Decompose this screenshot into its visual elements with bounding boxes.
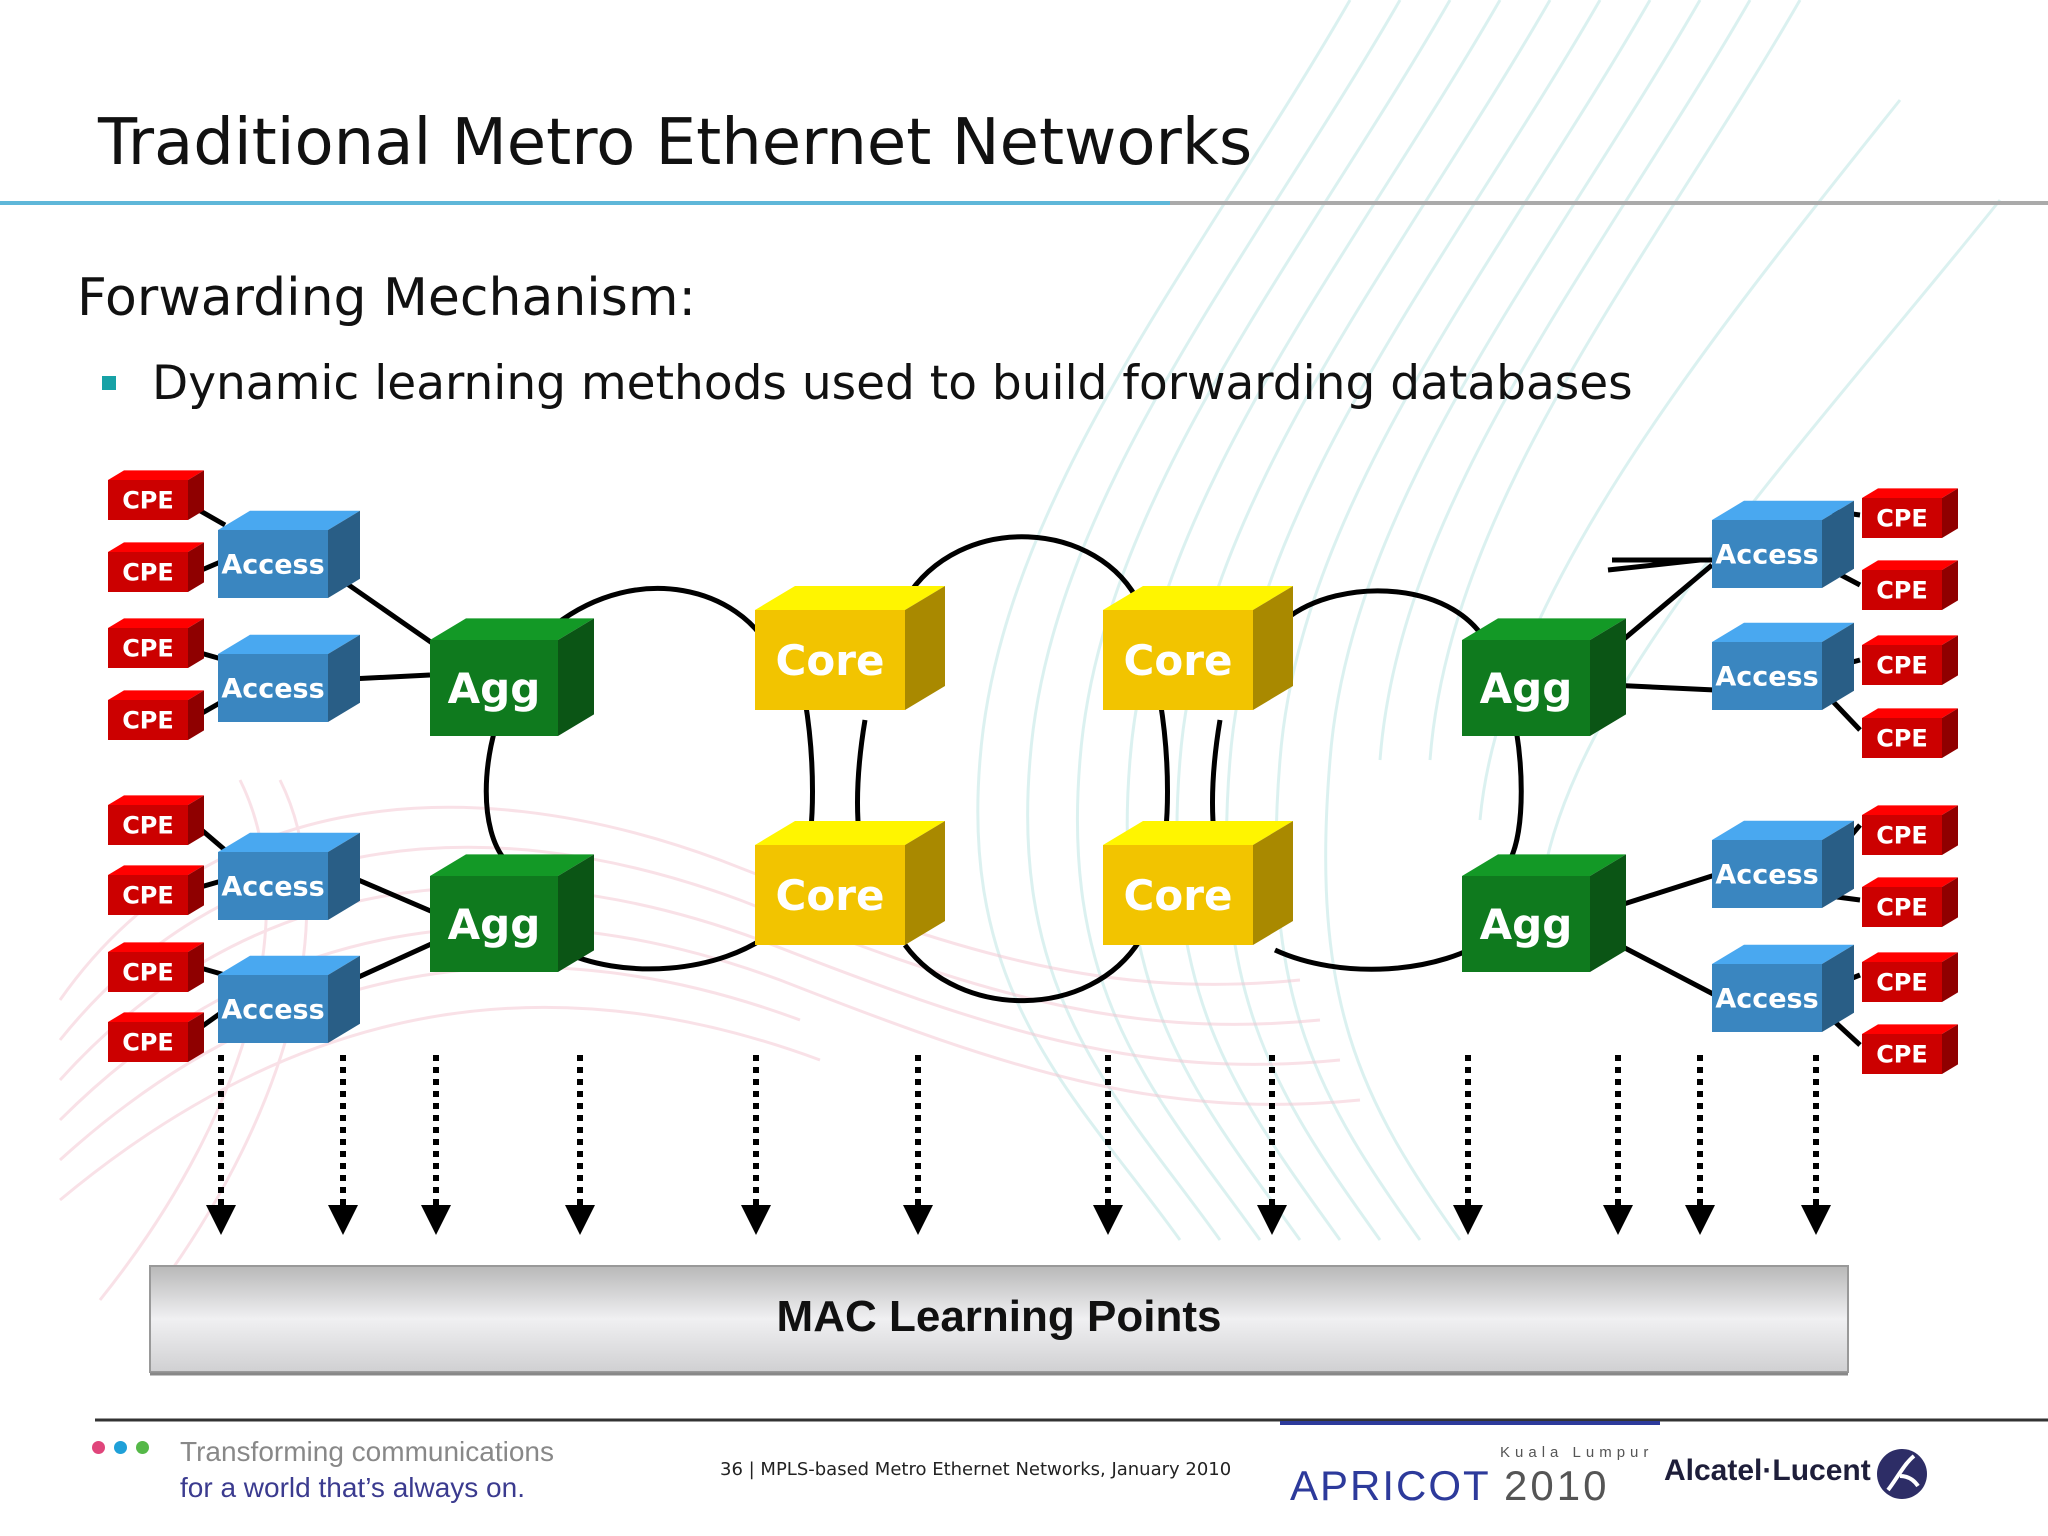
cpe-right-1: CPE xyxy=(1862,488,1958,538)
cpe-left-3-label: CPE xyxy=(122,635,174,663)
cpe-left-1-label: CPE xyxy=(122,487,174,515)
agg-right-1: Agg xyxy=(1462,618,1626,736)
cpe-left-2-label: CPE xyxy=(122,559,174,587)
core-1: Core xyxy=(755,586,945,710)
cpe-left-8-label: CPE xyxy=(122,1029,174,1057)
core-2-label: Core xyxy=(1124,636,1233,685)
company-logo: Alcatel·Lucent xyxy=(1664,1454,1871,1487)
pink-dot-icon xyxy=(92,1441,105,1454)
cpe-right-3-label: CPE xyxy=(1876,652,1928,680)
core-4-label: Core xyxy=(1124,871,1233,920)
event-year: 2010 xyxy=(1504,1462,1610,1509)
access-left-1: Access xyxy=(218,510,360,598)
agg-right-2-label: Agg xyxy=(1480,900,1573,949)
access-right-2-label: Access xyxy=(1715,662,1818,693)
tagline-line-2: for a world that’s always on. xyxy=(180,1472,525,1503)
mac-learning-bar: MAC Learning Points xyxy=(149,1265,1849,1376)
core-1-label: Core xyxy=(776,636,885,685)
tagline-line-1: Transforming communications xyxy=(180,1436,554,1467)
cpe-right-7-label: CPE xyxy=(1876,969,1928,997)
cpe-left-1: CPE xyxy=(108,470,204,520)
access-right-4-label: Access xyxy=(1715,984,1818,1015)
footer-dots xyxy=(92,1441,149,1454)
cpe-left-3: CPE xyxy=(108,618,204,668)
cpe-right-7: CPE xyxy=(1862,952,1958,1002)
alcatel-lucent-logo-icon xyxy=(1877,1449,1927,1499)
cpe-left-4: CPE xyxy=(108,690,204,740)
cpe-left-4-label: CPE xyxy=(122,707,174,735)
green-dot-icon xyxy=(136,1441,149,1454)
cpe-right-5: CPE xyxy=(1862,805,1958,855)
access-right-1: Access xyxy=(1712,500,1854,588)
event-name: APRICOT xyxy=(1290,1462,1491,1509)
core-3-label: Core xyxy=(776,871,885,920)
arrows-layer xyxy=(206,1055,1831,1235)
access-left-2: Access xyxy=(218,634,360,722)
nodes-layer: CPE CPE CPE CPE CPE CPE CPE CPE CPE CPE CPE CPE CPE C… xyxy=(108,470,1958,1074)
cpe-left-6: CPE xyxy=(108,865,204,915)
cpe-right-3: CPE xyxy=(1862,635,1958,685)
access-left-2-label: Access xyxy=(221,674,324,705)
cpe-left-7: CPE xyxy=(108,942,204,992)
access-left-3-label: Access xyxy=(221,872,324,903)
cpe-left-6-label: CPE xyxy=(122,882,174,910)
cpe-right-6-label: CPE xyxy=(1876,894,1928,922)
cpe-left-5-label: CPE xyxy=(122,812,174,840)
agg-left-2-label: Agg xyxy=(448,900,541,949)
cpe-left-2: CPE xyxy=(108,542,204,592)
access-left-4-label: Access xyxy=(221,995,324,1026)
access-left-1-label: Access xyxy=(221,550,324,581)
cpe-right-1-label: CPE xyxy=(1876,505,1928,533)
agg-left-2: Agg xyxy=(430,854,594,972)
access-right-4: Access xyxy=(1712,944,1854,1032)
cpe-left-8: CPE xyxy=(108,1012,204,1062)
bullet-item: Dynamic learning methods used to build f… xyxy=(102,352,1633,414)
access-right-1-label: Access xyxy=(1715,540,1818,571)
bullet-text: Dynamic learning methods used to build f… xyxy=(152,355,1633,411)
mac-learning-label: MAC Learning Points xyxy=(777,1292,1222,1341)
cpe-right-8-label: CPE xyxy=(1876,1041,1928,1069)
access-left-4: Access xyxy=(218,955,360,1043)
blue-dot-icon xyxy=(114,1441,127,1454)
agg-left-1-label: Agg xyxy=(448,664,541,713)
access-left-3: Access xyxy=(218,832,360,920)
cpe-right-4-label: CPE xyxy=(1876,725,1928,753)
cpe-left-7-label: CPE xyxy=(122,959,174,987)
cpe-right-5-label: CPE xyxy=(1876,822,1928,850)
network-diagram: CPE CPE CPE CPE CPE CPE CPE CPE CPE CPE CPE CPE CPE C… xyxy=(108,470,1958,1376)
event-city: Kuala Lumpur xyxy=(1500,1444,1654,1461)
agg-right-2: Agg xyxy=(1462,854,1626,972)
cpe-right-4: CPE xyxy=(1862,708,1958,758)
footer-tagline: Transforming communications for a world … xyxy=(180,1434,554,1506)
slide-info: 36 | MPLS-based Metro Ethernet Networks,… xyxy=(720,1459,1232,1480)
access-right-2: Access xyxy=(1712,622,1854,710)
cpe-right-8: CPE xyxy=(1862,1024,1958,1074)
slide-title: Traditional Metro Ethernet Networks xyxy=(98,106,1253,180)
core-3: Core xyxy=(755,821,945,945)
cpe-right-2-label: CPE xyxy=(1876,577,1928,605)
access-right-3-label: Access xyxy=(1715,860,1818,891)
cpe-left-5: CPE xyxy=(108,795,204,845)
bullet-square-icon xyxy=(102,376,116,390)
section-heading: Forwarding Mechanism: xyxy=(77,268,696,328)
access-right-3: Access xyxy=(1712,820,1854,908)
cpe-right-6: CPE xyxy=(1862,877,1958,927)
agg-right-1-label: Agg xyxy=(1480,664,1573,713)
cpe-right-2: CPE xyxy=(1862,560,1958,610)
core-2: Core xyxy=(1103,586,1293,710)
core-4: Core xyxy=(1103,821,1293,945)
agg-left-1: Agg xyxy=(430,618,594,736)
